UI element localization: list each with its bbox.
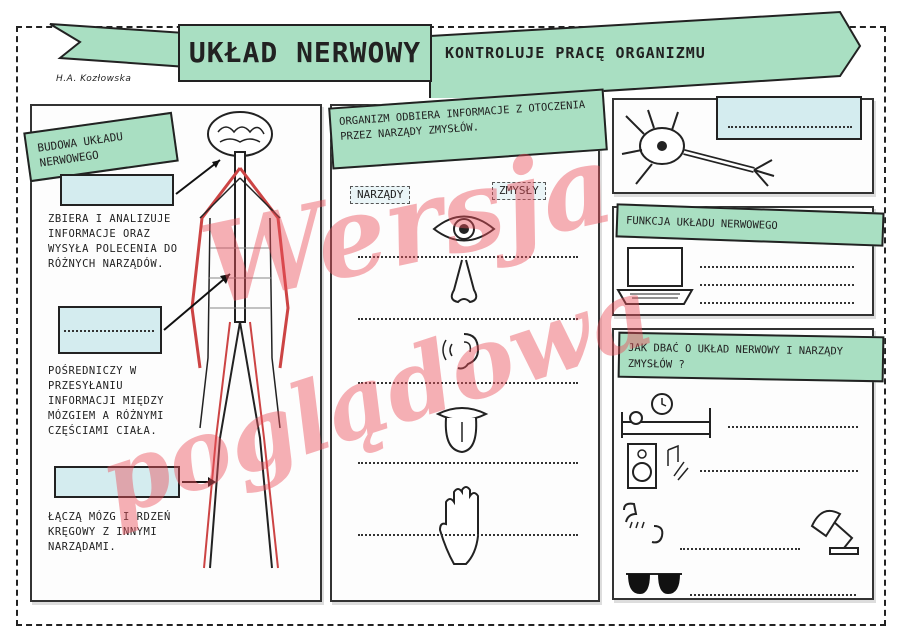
answer-line[interactable]	[358, 382, 578, 384]
headphones-icon	[623, 502, 664, 544]
page-title: UKŁAD NERWOWY	[188, 36, 422, 69]
sleep-icon	[621, 393, 711, 438]
arrow-icon	[182, 477, 216, 487]
answer-line	[64, 330, 154, 332]
function-heading: FUNKCJA UKŁADU NERWOWEGO	[625, 214, 778, 232]
page-subtitle: KONTROLUJE PRACĘ ORGANIZMU	[445, 44, 706, 62]
spinal-description: POŚREDNICZY W PRZESYŁANIU INFORMACJI MIĘ…	[48, 365, 164, 437]
nervous-system-figure-icon	[190, 111, 290, 569]
answer-line[interactable]	[358, 256, 578, 258]
column-organs: NARZĄDY	[350, 186, 411, 204]
answer-line[interactable]	[700, 284, 854, 286]
care-heading: JAK DBAĆ O UKŁAD NERWOWY I NARZĄDY ZMYSŁ…	[627, 341, 844, 371]
answer-box-nerves[interactable]	[54, 466, 180, 498]
arrow-icon	[163, 273, 231, 331]
neuron-icon	[621, 109, 775, 187]
answer-line[interactable]	[358, 318, 578, 320]
ear-icon	[442, 333, 480, 370]
laptop-icon	[616, 247, 694, 305]
tongue-icon	[435, 407, 489, 454]
speaker-icon	[627, 443, 689, 489]
answer-line[interactable]	[700, 266, 854, 268]
answer-line[interactable]	[700, 470, 858, 472]
eye-icon	[432, 215, 496, 242]
answer-box-brain[interactable]	[60, 174, 174, 206]
care-heading-box: JAK DBAĆ O UKŁAD NERWOWY I NARZĄDY ZMYSŁ…	[617, 331, 885, 383]
arrow-icon	[175, 159, 221, 195]
lamp-icon	[810, 510, 859, 555]
answer-line[interactable]	[728, 426, 858, 428]
answer-line[interactable]	[700, 302, 854, 304]
sunglasses-icon	[626, 573, 682, 594]
author-signature: H.A. Kozłowska	[56, 74, 132, 84]
hand-icon	[438, 486, 479, 565]
answer-line[interactable]	[358, 462, 578, 464]
nerves-description: ŁĄCZĄ MÓZG I RDZEŃ KRĘGOWY Z INNYMI NARZ…	[48, 511, 171, 553]
answer-line[interactable]	[680, 548, 800, 550]
brain-description: ZBIERA I ANALIZUJE INFORMACJE ORAZ WYSYŁ…	[48, 213, 178, 270]
column-senses: ZMYSŁY	[492, 182, 546, 200]
answer-box-neuron[interactable]	[716, 96, 862, 140]
answer-line	[728, 126, 852, 128]
answer-line[interactable]	[690, 594, 856, 596]
nose-icon	[450, 259, 478, 304]
page-frame	[16, 26, 886, 626]
answer-line[interactable]	[358, 534, 578, 536]
title-banner: UKŁAD NERWOWY	[178, 24, 432, 82]
